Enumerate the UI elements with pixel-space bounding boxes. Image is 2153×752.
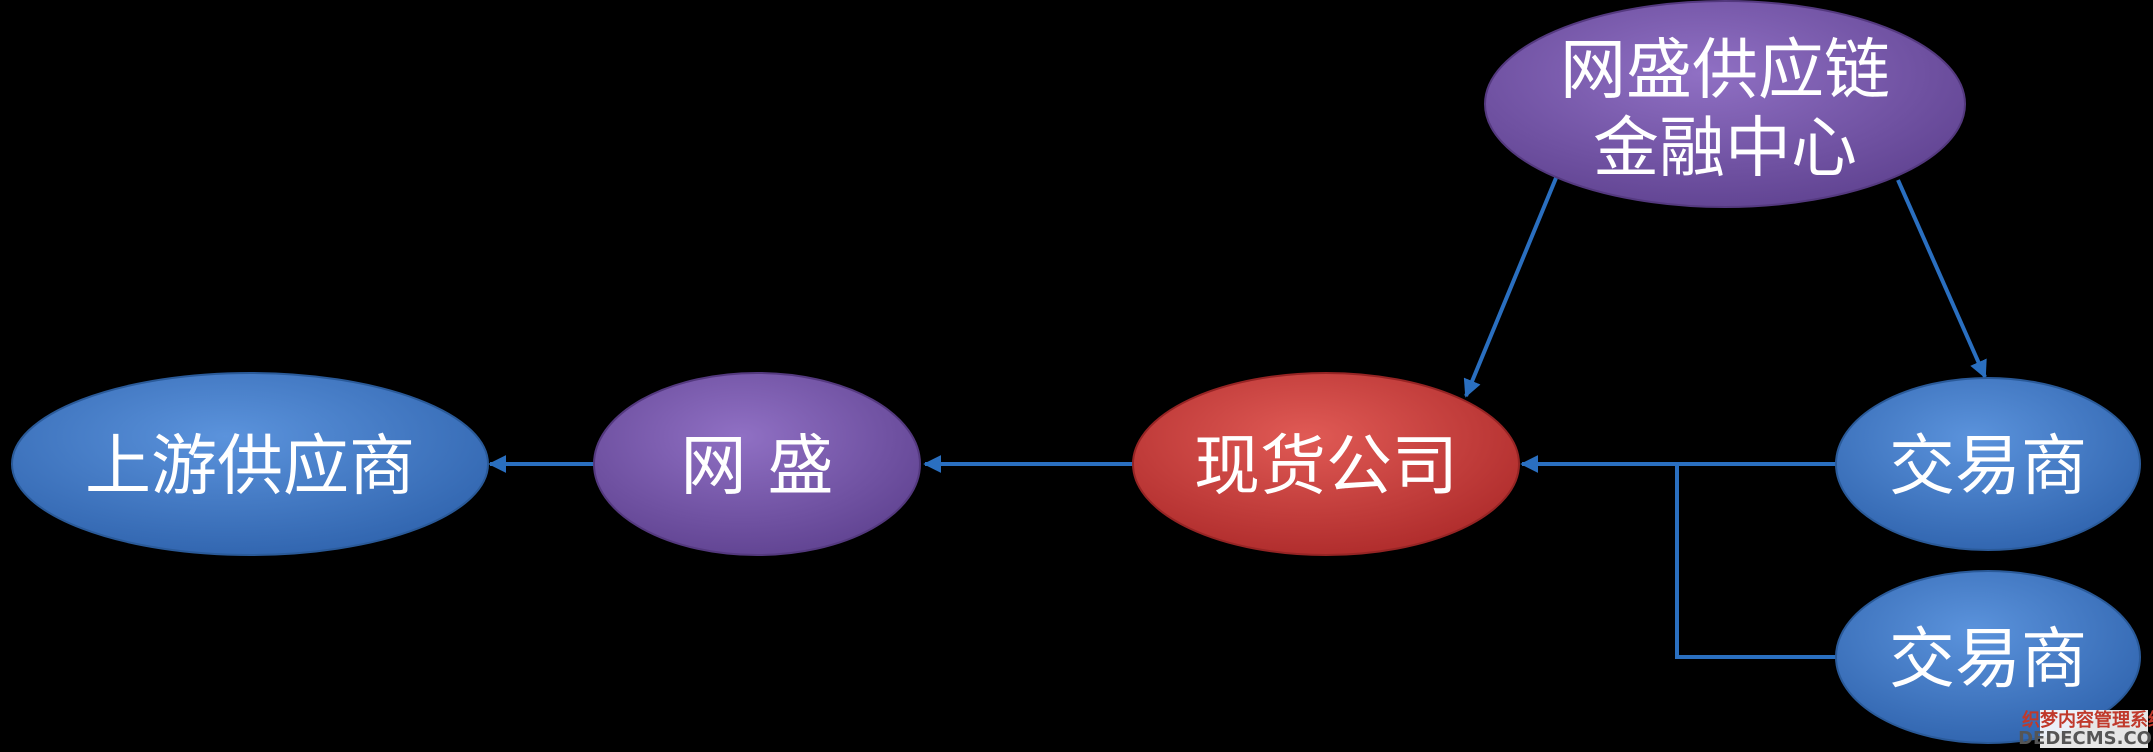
node-trader-top: 交易商	[1835, 377, 2141, 551]
node-finance-center: 网盛供应链 金融中心	[1484, 0, 1966, 208]
node-finance-center-line2: 金融中心	[1593, 110, 1857, 187]
connector-trader-bottom	[1675, 464, 1838, 659]
node-spot-company-label: 现货公司	[1194, 428, 1458, 505]
arrow-finance-to-spot	[1463, 177, 1558, 398]
node-trader-bottom: 交易商	[1835, 570, 2141, 744]
node-spot-company: 现货公司	[1132, 372, 1520, 556]
arrow-finance-to-trader	[1896, 179, 1987, 379]
node-wangsheng-label: 网 盛	[681, 428, 834, 505]
watermark-line2: DEDECMS.COM	[2018, 728, 2153, 749]
watermark-line1: 织梦内容管理系统	[2022, 709, 2153, 731]
node-upstream-supplier: 上游供应商	[11, 372, 489, 556]
node-wangsheng: 网 盛	[593, 372, 921, 556]
node-trader-top-label: 交易商	[1889, 428, 2087, 505]
connectors	[488, 177, 1987, 659]
node-finance-center-line1: 网盛供应链	[1560, 32, 1890, 109]
node-trader-bottom-label: 交易商	[1889, 621, 2087, 698]
watermark: 织梦内容管理系统 DEDECMS.COM	[2018, 709, 2153, 749]
node-upstream-supplier-label: 上游供应商	[85, 428, 415, 505]
